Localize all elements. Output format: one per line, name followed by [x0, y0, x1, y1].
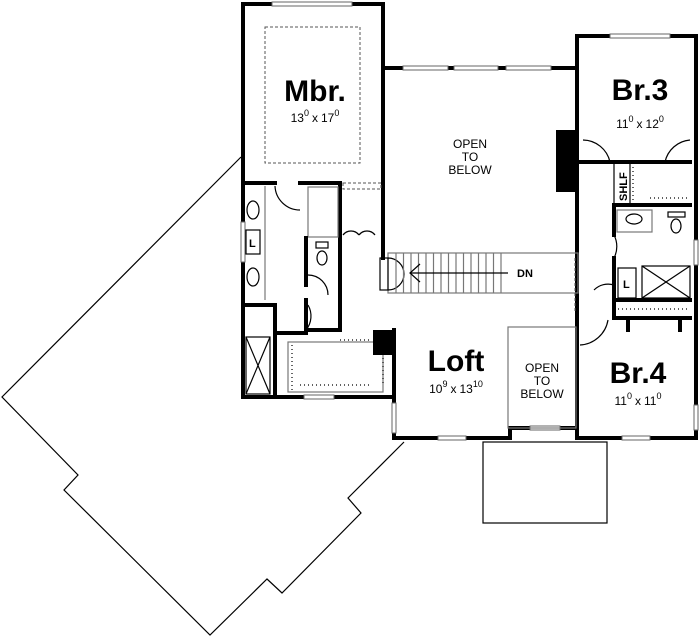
shelf-label: SHLF — [618, 172, 630, 201]
stair-down-label: DN — [517, 268, 533, 280]
svg-text:OPEN: OPEN — [525, 361, 559, 375]
svg-text:TO: TO — [534, 374, 550, 388]
svg-text:BELOW: BELOW — [448, 163, 492, 177]
room-name-mbr: Mbr. — [284, 75, 346, 108]
svg-text:TO: TO — [462, 150, 478, 164]
porch-roof — [482, 441, 608, 524]
linen-label-hall: L — [623, 279, 630, 291]
closet-rods — [291, 163, 690, 390]
open-to-below-area — [507, 326, 577, 429]
room-name-loft: Loft — [428, 345, 485, 378]
svg-text:BELOW: BELOW — [520, 387, 564, 401]
open-to-below-small-label: OPEN TO BELOW — [520, 361, 564, 401]
room-name-br4: Br.4 — [610, 357, 667, 390]
fireplace — [556, 130, 577, 192]
down-arrow-icon — [409, 263, 508, 283]
svg-text:OPEN: OPEN — [453, 137, 487, 151]
roof-outline — [1, 156, 405, 636]
jack-and-jill-bath — [578, 139, 692, 346]
open-to-below-label: OPEN TO BELOW — [448, 137, 492, 177]
room-name-br3: Br.3 — [612, 74, 669, 107]
master-bath — [241, 181, 394, 399]
tray-ceiling — [264, 26, 361, 164]
linen-label-master: L — [249, 238, 256, 250]
